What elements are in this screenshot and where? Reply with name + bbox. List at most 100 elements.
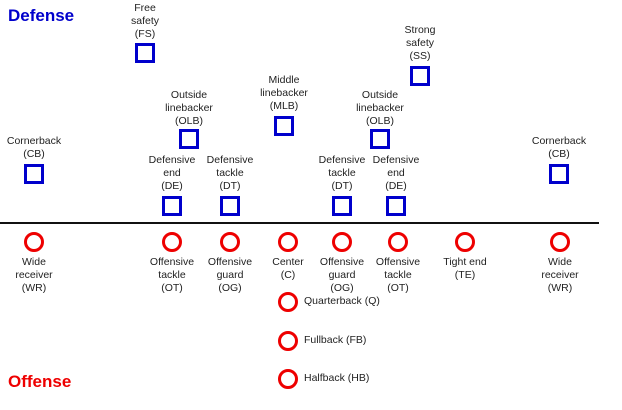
offense-label-te-line: (TE) [454,269,476,281]
backfield-marker-fb [278,331,298,351]
offense-label-te: Tight end(TE) [443,256,486,282]
defense-label-olb-l-line: linebacker [165,102,213,114]
defense-label-mlb-line: Middle [268,74,300,86]
offense-label-ot-r-line: tackle [384,269,412,281]
defense-label-olb-l-line: Outside [170,89,208,101]
defense-label-de-l-line: Defensive [148,154,196,166]
defense-label-dt-r-line: (DT) [331,180,353,192]
defense-label-olb-r-line: Outside [361,89,399,101]
defense-marker-de-r [386,196,406,216]
defense-label-dt-l-line: (DT) [219,180,241,192]
offense-label-c-line: Center [272,256,304,268]
offense-marker-c [278,232,298,252]
defense-label-dt-r-line: tackle [328,167,356,179]
defense-marker-olb-l [179,129,199,149]
defense-label-ss-line: safety [405,37,434,49]
offense-label-og-r-line: Offensive [319,256,365,268]
offense-label-c: Center(C) [272,256,304,282]
offense-label-c-line: (C) [280,269,296,281]
defense-label-fs-line: Free [134,2,156,14]
offense-marker-wr-l [24,232,44,252]
defense-label-olb-l-line: (OLB) [174,115,203,127]
defense-label-dt-r-line: Defensive [318,154,366,166]
defense-marker-cb-r [549,164,569,184]
offense-label-ot-r-line: (OT) [387,282,409,294]
offense-label-te-line: Tight end [443,256,487,268]
defense-heading: Defense [8,6,75,25]
defense-label-dt-l-line: Defensive [206,154,254,166]
offense-label-wr-l-line: Wide [22,256,46,268]
defense-label-de-r-line: Defensive [372,154,420,166]
backfield-label-qb: Quarterback (Q) [304,295,380,307]
defense-label-cb-r: Cornerback(CB) [532,135,586,161]
defense-label-mlb-line: (MLB) [269,100,299,112]
offense-label-ot-l-line: (OT) [161,282,183,294]
offense-marker-ot-r [388,232,408,252]
offense-label-wr-l-line: receiver [15,269,53,281]
defense-marker-ss [410,66,430,86]
defense-label-cb-r-line: (CB) [548,148,570,160]
offense-label-og-l-line: guard [216,269,244,281]
offense-label-wr-l-line: (WR) [21,282,47,294]
defense-marker-dt-r [332,196,352,216]
offense-label-ot-l-line: Offensive [149,256,195,268]
offense-label-og-l-line: Offensive [207,256,253,268]
offense-marker-te [455,232,475,252]
defense-label-mlb-line: linebacker [260,87,308,99]
offense-label-ot-l-line: tackle [158,269,186,281]
offense-label-wr-r-line: (WR) [547,282,573,294]
defense-label-cb-l-line: Cornerback [6,135,62,147]
defense-label-cb-l: Cornerback(CB) [7,135,61,161]
defense-marker-de-l [162,196,182,216]
backfield-label-fb: Fullback (FB) [304,334,367,346]
offense-label-wr-r-line: receiver [541,269,579,281]
defense-marker-mlb [274,116,294,136]
backfield-label-hb: Halfback (HB) [304,372,370,384]
defense-label-ss-line: (SS) [409,50,431,62]
defense-marker-dt-l [220,196,240,216]
offense-label-og-r-line: (OG) [330,282,354,294]
defense-marker-olb-r [370,129,390,149]
offense-label-og-l-line: (OG) [218,282,242,294]
line-of-scrimmage [0,222,599,224]
offense-marker-ot-l [162,232,182,252]
offense-marker-wr-r [550,232,570,252]
backfield-marker-qb [278,292,298,312]
defense-label-fs-line: safety [130,15,160,27]
defense-label-olb-r-line: linebacker [356,102,404,114]
defense-label-ss-line: Strong [404,24,436,36]
offense-label-og-r-line: guard [328,269,356,281]
defense-label-cb-r-line: Cornerback [531,135,587,147]
defense-label-fs-line: (FS) [134,28,156,40]
offense-label-ot-r-line: Offensive [375,256,421,268]
defense-label-de-r-line: end [387,167,405,179]
defense-label-de-r-line: (DE) [385,180,407,192]
defense-label-de-l-line: end [163,167,181,179]
offense-label-wr-r-line: Wide [548,256,572,268]
defense-label-cb-l-line: (CB) [23,148,45,160]
defense-label-olb-r-line: (OLB) [365,115,394,127]
defense-label-de-l-line: (DE) [161,180,183,192]
defense-marker-cb-l [24,164,44,184]
offense-heading: Offense [8,372,72,391]
backfield-marker-hb [278,369,298,389]
defense-marker-fs [135,43,155,63]
defense-label-dt-l-line: tackle [216,167,244,179]
offense-marker-og-r [332,232,352,252]
offense-marker-og-l [220,232,240,252]
